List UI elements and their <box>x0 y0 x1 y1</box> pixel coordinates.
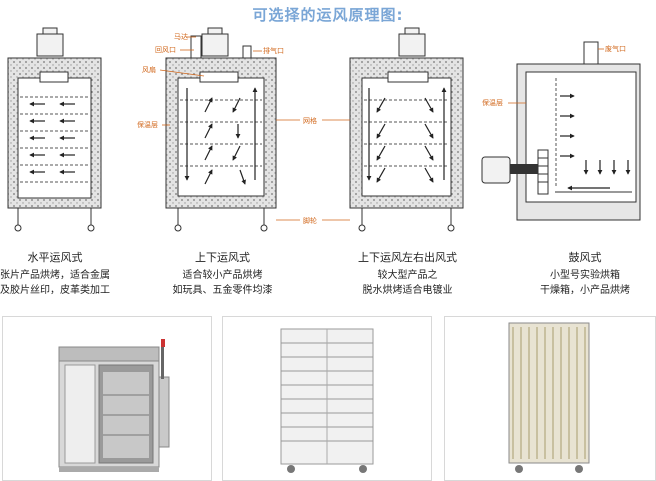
caption-title: 上下运风左右出风式 <box>358 251 457 264</box>
oven-updown-leftright <box>322 27 464 232</box>
caption-line: 张片产品烘烤，适合金属 <box>0 270 110 281</box>
label-insulation-blower: 保温层 <box>482 99 503 107</box>
label-return-air: 回风口 <box>155 46 176 54</box>
label-fan: 风扇 <box>142 66 156 74</box>
caption-updown: 上下运风式 适合较小产品烘烤 如玩具、五金零件均漆 <box>160 250 285 298</box>
label-motor: 马达 <box>174 33 188 41</box>
oven-updown <box>159 27 300 232</box>
caption-title: 鼓风式 <box>568 251 602 264</box>
oven-horizontal <box>7 27 102 232</box>
page-title: 可选择的运风原理图: <box>252 6 404 24</box>
label-mesh: 网格 <box>303 117 317 125</box>
caption-title: 上下运风式 <box>195 251 250 264</box>
caption-line: 及胶片丝印，皮革类加工 <box>0 285 110 296</box>
caption-line: 小型号实验烘箱 <box>550 270 620 281</box>
label-exhaust: 排气口 <box>263 47 284 55</box>
trolley-photo <box>222 316 432 481</box>
caption-horizontal: 水平运风式 张片产品烘烤，适合金属 及胶片丝印，皮革类加工 <box>0 250 110 298</box>
oven-blower <box>481 41 641 221</box>
rack-photo <box>444 316 656 481</box>
diagram-area <box>7 27 641 232</box>
caption-updown-leftright: 上下运风左右出风式 较大型产品之 脱水烘烤适合电镀业 <box>340 250 475 298</box>
caption-title: 水平运风式 <box>27 251 83 264</box>
caption-line: 较大型产品之 <box>377 270 438 281</box>
caption-line: 适合较小产品烘烤 <box>182 270 263 281</box>
oven-photo <box>2 316 212 481</box>
caption-line: 脱水烘烤适合电镀业 <box>362 285 453 296</box>
caption-line: 如玩具、五金零件均漆 <box>172 285 273 296</box>
caption-line: 干燥箱，小产品烘烤 <box>540 285 630 296</box>
label-exhaust-port: 废气口 <box>605 45 626 53</box>
caption-blower: 鼓风式 小型号实验烘箱 干燥箱，小产品烘烤 <box>525 250 645 298</box>
label-wheel: 脚轮 <box>303 217 317 225</box>
label-insulation: 保温层 <box>137 121 158 129</box>
